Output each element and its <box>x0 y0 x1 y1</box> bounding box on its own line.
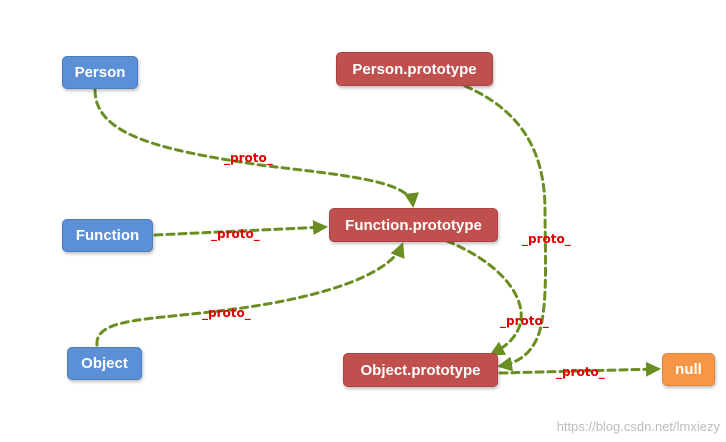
edge-function-to-function-prototype <box>153 220 328 237</box>
edge-person-prototype-to-object-prototype <box>463 84 548 372</box>
object-label: Object <box>81 355 128 372</box>
watermark: https://blog.csdn.net/lmxiezy <box>556 419 720 434</box>
person-prototype-node[interactable]: Person.prototype <box>336 52 493 86</box>
null-label: null <box>675 361 702 378</box>
person-prototype-label: Person.prototype <box>352 60 477 78</box>
person-node[interactable]: Person <box>62 56 138 89</box>
edge-label-function-prototype: _proto_ <box>500 314 549 328</box>
edge-label-person-prototype: _proto_ <box>522 232 571 246</box>
object-prototype-node[interactable]: Object.prototype <box>343 353 498 387</box>
edge-label-function: _proto_ <box>211 227 260 241</box>
edge-label-person: _proto_ <box>224 151 273 165</box>
edge-function-prototype-to-object-prototype <box>445 239 523 356</box>
edge-person-to-function-prototype <box>93 88 419 208</box>
edge-label-object: _proto_ <box>202 306 251 320</box>
person-label: Person <box>74 64 126 81</box>
null-node[interactable]: null <box>662 353 715 386</box>
edge-label-object-prototype: _proto_ <box>556 365 605 379</box>
edge-object-prototype-to-null <box>498 361 661 377</box>
function-prototype-node[interactable]: Function.prototype <box>329 208 498 242</box>
function-prototype-label: Function.prototype <box>345 216 482 234</box>
function-node[interactable]: Function <box>62 219 153 252</box>
object-prototype-label: Object.prototype <box>360 361 481 379</box>
edge-object-to-function-prototype <box>95 242 405 347</box>
object-node[interactable]: Object <box>67 347 142 380</box>
function-label: Function <box>75 227 140 244</box>
